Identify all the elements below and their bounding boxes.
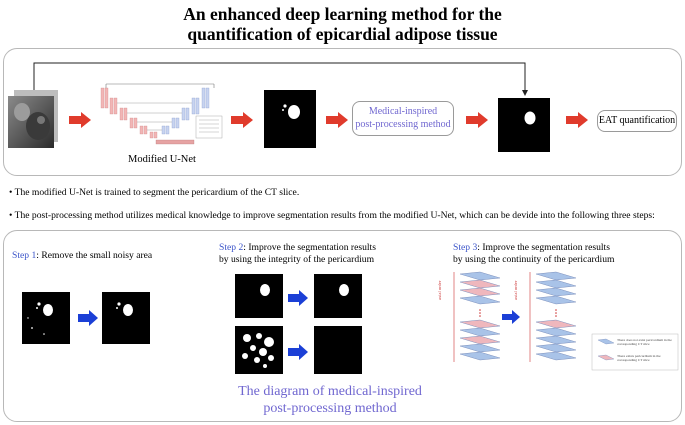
arrow-right-icon [288,290,308,306]
unet-architecture-diagram [100,83,223,145]
arrow-right-icon [566,112,588,128]
postprocessing-label-line1: Medical-inspired [368,106,438,117]
step2-mask-b-image [235,326,283,374]
step2-mask-a-image [235,274,283,318]
legend-item-pericardium: There exists pericardium in the correspo… [617,354,661,362]
skip-connection-line [33,62,528,96]
step1-noisy-mask-image [22,292,70,344]
unet-label: Modified U-Net [128,154,196,165]
refined-mask-image [498,98,550,152]
step1-heading: Step 1: Remove the small noisy area [12,250,153,261]
diagram-caption: The diagram of medical-inspired post-pro… [238,384,422,416]
ct-slice-image [8,90,58,148]
step3-heading: Step 3: Improve the segmentation results [453,242,610,253]
legend-item-no-pericardium: There does not exist pericardium in the … [617,338,672,346]
eat-quantification-box: EAT quantification [597,110,677,132]
step3-subheading: by using the continuity of the pericardi… [453,254,615,265]
page-title-line2: quantification of epicardial adipose tis… [187,24,498,44]
arrow-right-icon [466,112,488,128]
arrow-right-icon [288,344,308,360]
postprocessing-label-line2: post-processing method [355,119,451,130]
bullet-1: • The modified U-Net is trained to segme… [9,187,300,198]
step2-mask-b-result-image [314,326,362,374]
slice-stack-diagram [453,271,679,371]
axial-order-label-left: axial order [437,280,442,300]
segmentation-mask-image [264,90,316,148]
eat-quantification-label: EAT quantification [598,115,676,126]
step2-subheading: by using the integrity of the pericardiu… [219,254,375,265]
postprocessing-method-box: Medical-inspired post-processing method [352,101,454,136]
arrow-right-icon [69,112,91,128]
step2-heading: Step 2: Improve the segmentation results [219,242,376,253]
arrow-right-icon [231,112,253,128]
step1-cleaned-mask-image [102,292,150,344]
step2-mask-a-result-image [314,274,362,318]
page-title-line1: An enhanced deep learning method for the [183,4,502,24]
arrow-right-icon [326,112,348,128]
axial-order-label-right: axial order [513,280,518,300]
bullet-2: • The post-processing method utilizes me… [9,210,655,221]
arrow-right-icon [78,310,98,326]
